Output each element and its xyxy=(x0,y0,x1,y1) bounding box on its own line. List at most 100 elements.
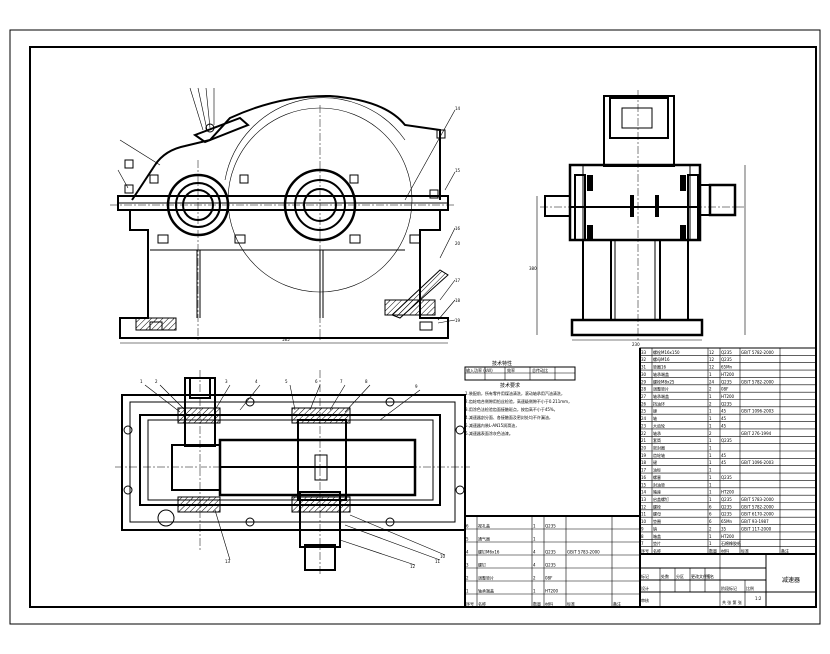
part-cell: 12 xyxy=(709,365,715,370)
part-cell: 35 xyxy=(721,526,727,531)
part-cell: 大齿轮 xyxy=(653,422,665,428)
part-cell: Q235 xyxy=(545,563,556,568)
tb-scale: 1:2 xyxy=(755,596,762,601)
part-cell: 12 xyxy=(709,350,715,355)
part-cell: 11 xyxy=(641,512,647,517)
part-cell: 垫片 xyxy=(653,540,661,546)
part-cell: 5 xyxy=(466,537,469,542)
drawing-name: 减速器 xyxy=(782,576,800,584)
part-cell: 套筒 xyxy=(653,437,661,443)
part-cell: 30 xyxy=(641,372,647,377)
part-cell: 26 xyxy=(641,401,647,406)
part-cell: 1 xyxy=(533,537,536,542)
part-cell: 螺栓M16x150 xyxy=(653,349,680,355)
part-cell: 2 xyxy=(709,526,712,531)
part-cell: 18 xyxy=(641,460,647,465)
part-cell: 13 xyxy=(641,497,647,502)
part-cell: 2 xyxy=(709,401,712,406)
part-header: 备注 xyxy=(781,548,789,554)
balloon-number: 2 xyxy=(155,379,158,384)
part-cell: 15 xyxy=(641,482,647,487)
tb-role-0: 设计 xyxy=(641,585,649,591)
part-cell: 石棉橡胶纸 xyxy=(721,540,741,546)
part-cell: 轴承 xyxy=(653,430,661,436)
part-header: 序号 xyxy=(466,601,474,607)
part-cell: 螺钉 xyxy=(478,562,486,568)
part-cell: Q235 xyxy=(721,475,732,480)
part-header: 序号 xyxy=(641,548,649,554)
part-cell: 键 xyxy=(653,459,657,465)
part-cell: 1 xyxy=(709,468,712,473)
part-cell: 28 xyxy=(641,387,647,392)
part-cell: 45 xyxy=(721,416,727,421)
spec-h2: 效率 xyxy=(507,367,515,373)
part-cell: 1 xyxy=(533,589,536,594)
part-cell: 垫圈 xyxy=(653,518,661,524)
part-cell: 08F xyxy=(721,387,729,392)
balloon-number: 15 xyxy=(455,168,461,173)
part-cell: 6 xyxy=(709,512,712,517)
part-cell: GB/T 93-1987 xyxy=(741,519,769,524)
part-cell: 3 xyxy=(466,563,469,568)
part-cell: 1 xyxy=(709,453,712,458)
part-cell: 通气器 xyxy=(478,536,490,542)
part-cell: 2 xyxy=(709,387,712,392)
part-cell: 23 xyxy=(641,423,647,428)
part-cell: 油标 xyxy=(653,467,661,473)
part-cell: GB/T 1096-2003 xyxy=(741,460,774,465)
part-cell: 视孔盖 xyxy=(478,523,490,529)
part-cell: 1 xyxy=(709,409,712,414)
part-cell: 封油垫 xyxy=(653,481,665,487)
part-cell: Q235 xyxy=(721,504,732,509)
balloon-number: 18 xyxy=(455,298,461,303)
part-cell: 8 xyxy=(641,534,644,539)
part-cell: 6 xyxy=(709,519,712,524)
part-cell: 25 xyxy=(641,409,647,414)
part-cell: 螺母M16 xyxy=(653,356,670,362)
top-view xyxy=(115,370,470,575)
part-cell: Q235 xyxy=(721,497,732,502)
side-width-dim: 230 xyxy=(632,342,640,347)
part-cell: GB/T 117-2000 xyxy=(741,526,772,531)
part-cell: 22 xyxy=(641,431,647,436)
part-cell: 1 xyxy=(709,394,712,399)
tb-page: 共 张 第 张 xyxy=(722,599,742,605)
balloon-number: 16 xyxy=(455,226,461,231)
part-cell: 20 xyxy=(641,446,647,451)
part-cell: 轴 xyxy=(653,415,657,421)
part-cell: HT200 xyxy=(545,589,559,594)
part-cell: 销 xyxy=(653,525,657,531)
part-cell: 29 xyxy=(641,379,647,384)
part-cell: 1 xyxy=(709,446,712,451)
part-cell: 垫圈16 xyxy=(653,364,667,370)
part-cell: Q235 xyxy=(721,401,732,406)
part-cell: 65Mn xyxy=(721,519,733,524)
part-cell: Q235 xyxy=(721,350,732,355)
tech-specs-title: 技术特性 xyxy=(492,360,512,367)
title-block: 减速器 标记 处数 分区 更改文件号 签名 设计 审核 阶段标记 比例 1:2 … xyxy=(639,553,817,608)
part-cell: 6 xyxy=(709,504,712,509)
part-cell: 4 xyxy=(533,563,536,568)
part-cell: GB/T 276-1994 xyxy=(741,431,772,436)
part-cell: GB/T 5782-2000 xyxy=(741,379,774,384)
part-cell: 6 xyxy=(466,524,469,529)
part-header: 标准 xyxy=(741,548,749,554)
part-cell: 1 xyxy=(466,589,469,594)
part-cell: 16 xyxy=(641,475,647,480)
part-cell: GB/T 5782-2000 xyxy=(741,504,774,509)
part-cell: 螺塞 xyxy=(653,474,661,480)
tech-req-title: 技术要求 xyxy=(500,382,520,389)
part-cell: 45 xyxy=(721,453,727,458)
part-header: 名称 xyxy=(653,548,661,554)
part-cell: Q235 xyxy=(721,512,732,517)
part-cell: 1 xyxy=(709,541,712,546)
tb-stage-0: 阶段标记 xyxy=(721,585,737,591)
tb-label-1: 处数 xyxy=(661,573,669,579)
part-cell: 24 xyxy=(709,379,715,384)
tech-req-2: 2.齿轮啮合侧隙用铅丝检验，高速级侧隙不小于0.211mm， xyxy=(465,398,572,404)
part-cell: 1 xyxy=(709,416,712,421)
part-cell: 27 xyxy=(641,394,647,399)
front-view: 585 xyxy=(110,87,456,344)
